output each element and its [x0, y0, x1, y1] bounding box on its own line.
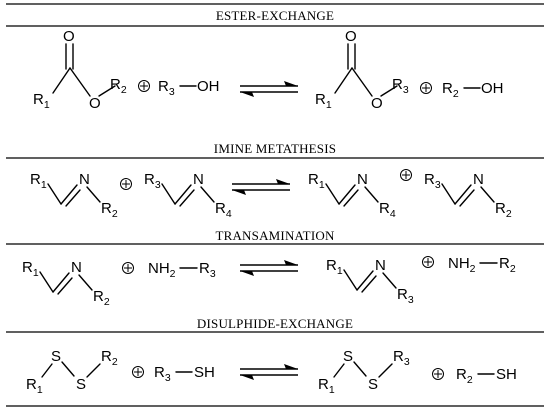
svg-text:SH: SH — [496, 366, 517, 383]
svg-text:S: S — [51, 348, 61, 365]
hydroxyl-group: OH — [481, 80, 504, 97]
svg-text:SH: SH — [194, 364, 215, 381]
carbonyl-oxygen: O — [63, 28, 75, 45]
svg-text:S: S — [343, 348, 353, 365]
svg-text:R2: R2 — [101, 348, 118, 368]
imine-reactant: R1 N R2 — [22, 259, 110, 308]
svg-text:R3: R3 — [424, 171, 441, 191]
ester-oxygen: O — [89, 95, 101, 112]
thiol-reactant: R3 SH — [154, 364, 215, 384]
imine-2: R3 N R4 — [144, 171, 232, 220]
svg-text:R2: R2 — [101, 200, 118, 220]
equilibrium-arrow — [240, 364, 298, 380]
equilibrium-arrow — [232, 179, 290, 195]
svg-text:R2: R2 — [499, 255, 516, 275]
svg-text:N: N — [71, 259, 82, 276]
svg-text:NH2: NH2 — [148, 260, 176, 280]
svg-text:NH2: NH2 — [448, 255, 476, 275]
svg-text:R1: R1 — [326, 257, 343, 277]
ester-reactant: O O R1 R2 — [33, 28, 127, 112]
svg-text:N: N — [357, 171, 368, 188]
svg-text:S: S — [368, 376, 378, 393]
plus-sign — [120, 178, 132, 190]
svg-text:N: N — [79, 171, 90, 188]
r2-group: R2 — [110, 76, 127, 96]
svg-text:R3: R3 — [154, 364, 171, 384]
svg-text:R3: R3 — [158, 78, 175, 98]
svg-text:R3: R3 — [144, 171, 161, 191]
plus-sign — [432, 368, 444, 380]
svg-text:R4: R4 — [379, 200, 396, 220]
r1-group: R1 — [315, 91, 332, 111]
imine-3: R1 N R4 — [308, 171, 396, 220]
transamination-title: TRANSAMINATION — [215, 228, 334, 243]
r1-group: R1 — [33, 91, 50, 111]
disulphide-exchange-title: DISULPHIDE-EXCHANGE — [197, 316, 353, 331]
svg-text:R1: R1 — [22, 259, 39, 279]
plus-sign — [132, 366, 144, 378]
amine-reactant: NH2 R3 — [148, 260, 216, 280]
svg-text:S: S — [76, 376, 86, 393]
svg-text:N: N — [193, 171, 204, 188]
svg-text:N: N — [473, 171, 484, 188]
svg-text:N: N — [375, 257, 386, 274]
svg-text:R3: R3 — [397, 286, 414, 306]
svg-text:R2: R2 — [442, 80, 459, 100]
svg-text:R3: R3 — [393, 348, 410, 368]
carbonyl-oxygen: O — [345, 28, 357, 45]
plus-sign — [122, 262, 134, 274]
ester-product: O O R1 R3 — [315, 28, 409, 112]
plus-sign — [138, 80, 150, 92]
alcohol-reactant: R3 OH — [158, 78, 220, 98]
imine-4: R3 N R2 — [424, 171, 512, 220]
thiol-product: R2 SH — [456, 366, 517, 386]
svg-text:R2: R2 — [495, 200, 512, 220]
disulfide-reactant: R1 S S R2 — [26, 348, 118, 396]
hydroxyl-group: OH — [197, 78, 220, 95]
amine-product: NH2 R2 — [448, 255, 516, 275]
ester-oxygen: O — [371, 95, 383, 112]
svg-text:R4: R4 — [215, 200, 232, 220]
svg-text:R1: R1 — [308, 171, 325, 191]
alcohol-product: R2 OH — [442, 80, 504, 100]
plus-sign — [420, 82, 432, 94]
plus-sign — [422, 256, 434, 268]
svg-text:R1: R1 — [26, 376, 43, 396]
plus-sign — [400, 169, 412, 181]
imine-metathesis-title: IMINE METATHESIS — [214, 141, 336, 156]
svg-text:R1: R1 — [318, 376, 335, 396]
equilibrium-arrow — [240, 260, 298, 276]
disulfide-product: R1 S S R3 — [318, 348, 410, 396]
svg-text:R2: R2 — [456, 366, 473, 386]
svg-text:R2: R2 — [93, 288, 110, 308]
svg-text:R1: R1 — [30, 171, 47, 191]
ester-exchange-title: ESTER-EXCHANGE — [216, 8, 334, 23]
r3-group: R3 — [392, 76, 409, 96]
imine-1: R1 N R2 — [30, 171, 118, 220]
equilibrium-arrow — [240, 81, 298, 97]
svg-text:R3: R3 — [199, 260, 216, 280]
imine-product: R1 N R3 — [326, 257, 414, 306]
